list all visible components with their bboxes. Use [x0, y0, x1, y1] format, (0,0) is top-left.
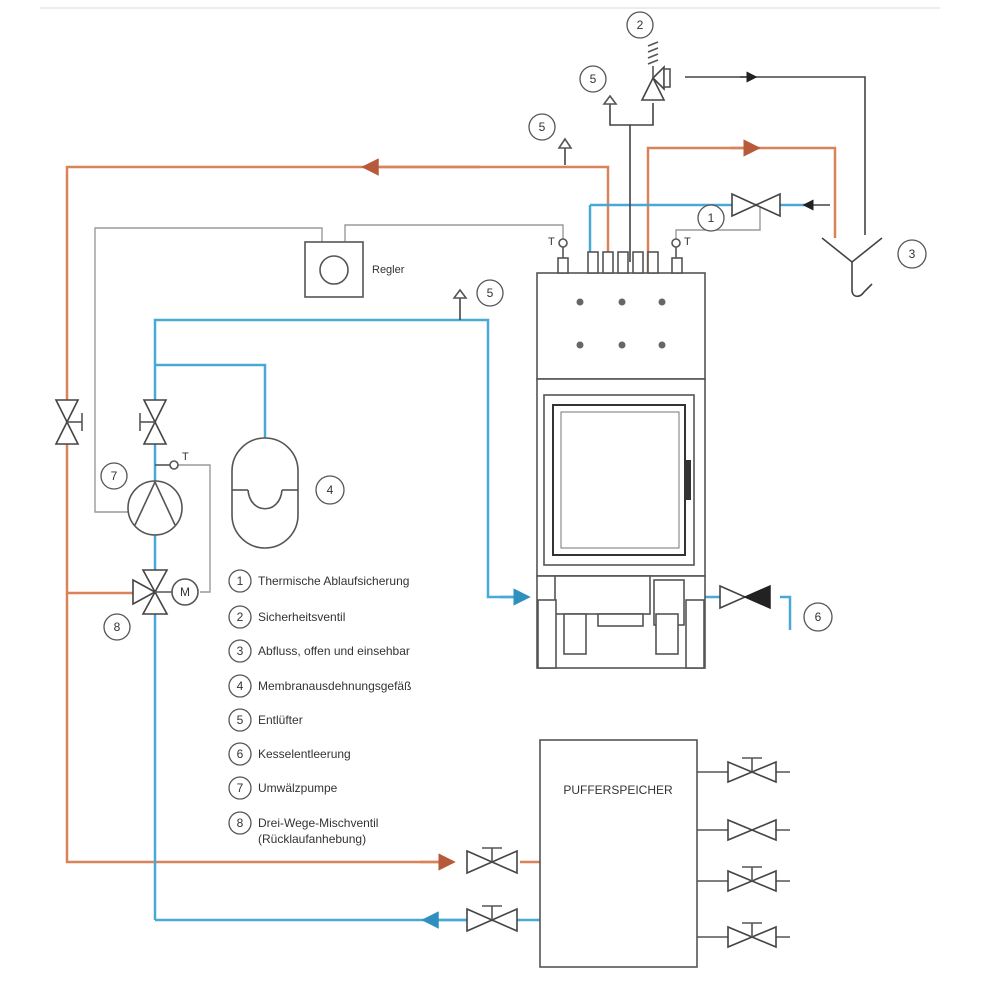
- three-way-mixing-valve: M: [132, 569, 199, 615]
- svg-text:8: 8: [237, 816, 244, 830]
- svg-text:3: 3: [237, 644, 244, 658]
- temp-sensor-pump: T: [155, 451, 189, 470]
- buffer-valve-1: [727, 757, 777, 784]
- air-vent-top: [602, 94, 618, 105]
- svg-text:2: 2: [237, 610, 244, 624]
- stove: [536, 251, 706, 669]
- legend-item-3: 3 Abfluss, offen und einsehbar: [228, 639, 410, 663]
- legend-item-2: 2 Sicherheitsventil: [228, 605, 345, 629]
- svg-text:6: 6: [815, 610, 822, 624]
- svg-text:3: 3: [909, 247, 916, 261]
- legend-item-8: 8 Drei-Wege-Mischventil (Rücklaufanhebun…: [228, 811, 378, 846]
- callout-5-middle: 5: [528, 113, 556, 141]
- callout-5-top: 5: [579, 65, 607, 93]
- svg-text:Drei-Wege-Mischventil: Drei-Wege-Mischventil: [258, 816, 378, 830]
- thermal-safety-valve: [731, 192, 781, 218]
- svg-text:1: 1: [708, 211, 715, 225]
- svg-text:1: 1: [237, 574, 244, 588]
- svg-text:6: 6: [237, 747, 244, 761]
- flow-pipes: [65, 139, 837, 920]
- svg-text:(Rücklaufanhebung): (Rücklaufanhebung): [258, 832, 366, 846]
- legend-item-4: 4 Membranausdehnungsgefäß: [228, 674, 411, 698]
- air-vent-left: [452, 288, 468, 299]
- return-pipes: [153, 203, 810, 929]
- air-vent-middle: [557, 137, 573, 149]
- callout-8: 8: [103, 613, 131, 641]
- legend-item-6: 6 Kesselentleerung: [228, 742, 351, 766]
- svg-text:7: 7: [237, 781, 244, 795]
- controller: Regler: [304, 241, 405, 298]
- vent-lines: [459, 71, 866, 320]
- svg-text:Thermische Ablaufsicherung: Thermische Ablaufsicherung: [258, 574, 409, 588]
- circulation-pump: [127, 480, 183, 536]
- svg-text:5: 5: [539, 120, 546, 134]
- legend-item-1: 1 Thermische Ablaufsicherung: [228, 569, 409, 593]
- svg-text:Kesselentleerung: Kesselentleerung: [258, 747, 351, 761]
- temp-sensor-stove-right: T: [671, 236, 691, 258]
- callout-4: 4: [315, 475, 345, 505]
- svg-text:Abfluss, offen und einsehbar: Abfluss, offen und einsehbar: [258, 644, 410, 658]
- callout-6: 6: [803, 602, 833, 632]
- svg-text:2: 2: [637, 18, 644, 32]
- svg-text:7: 7: [111, 469, 118, 483]
- temp-sensor-stove-left: T: [548, 236, 568, 258]
- valve-blue-left: [139, 399, 168, 445]
- svg-text:Membranausdehnungsgefäß: Membranausdehnungsgefäß: [258, 679, 411, 693]
- buffer-valve-4: [727, 922, 777, 949]
- callout-1: 1: [697, 204, 725, 232]
- callout-2: 2: [626, 11, 654, 39]
- svg-text:4: 4: [327, 483, 334, 497]
- valve-buffer-flow: [466, 847, 518, 875]
- drain-valve: [719, 584, 771, 610]
- expansion-vessel: [231, 437, 299, 549]
- svg-text:Regler: Regler: [372, 264, 405, 276]
- valve-buffer-return: [466, 905, 518, 933]
- callout-5-left: 5: [476, 279, 504, 307]
- open-drain: [821, 237, 883, 298]
- svg-text:5: 5: [590, 72, 597, 86]
- legend-item-5: 5 Entlüfter: [228, 708, 303, 732]
- svg-text:Sicherheitsventil: Sicherheitsventil: [258, 610, 345, 624]
- svg-text:Umwälzpumpe: Umwälzpumpe: [258, 781, 338, 795]
- svg-text:T: T: [182, 451, 189, 463]
- buffer-valve-2: [727, 818, 777, 842]
- safety-valve: [640, 41, 671, 101]
- legend-item-7: 7 Umwälzpumpe: [228, 776, 338, 800]
- svg-text:5: 5: [487, 286, 494, 300]
- svg-text:T: T: [684, 236, 691, 248]
- svg-text:Entlüfter: Entlüfter: [258, 713, 303, 727]
- valve-red-left: [54, 399, 83, 445]
- svg-text:PUFFERSPEICHER: PUFFERSPEICHER: [563, 783, 673, 797]
- callout-7: 7: [100, 462, 128, 490]
- svg-text:8: 8: [114, 620, 121, 634]
- legend: 1 Thermische Ablaufsicherung 2 Sicherhei…: [228, 569, 411, 846]
- callout-3: 3: [897, 239, 927, 269]
- signal-lines: [94, 205, 761, 593]
- svg-text:M: M: [180, 585, 190, 599]
- buffer-valve-3: [727, 866, 777, 893]
- buffer-tank: PUFFERSPEICHER: [539, 739, 790, 968]
- svg-text:4: 4: [237, 679, 244, 693]
- svg-text:T: T: [548, 236, 555, 248]
- svg-text:5: 5: [237, 713, 244, 727]
